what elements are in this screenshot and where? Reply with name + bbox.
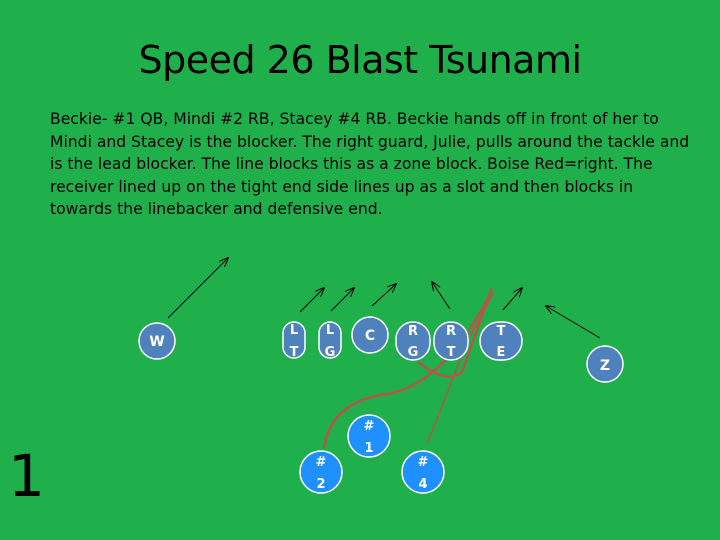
arrow-rt-block xyxy=(432,282,451,310)
run-paths xyxy=(322,287,495,449)
player-lt: L T xyxy=(282,321,306,360)
player-te-label-2: E xyxy=(497,345,506,360)
player-rt-label-2: T xyxy=(447,345,456,360)
player-lg-label-2: G xyxy=(325,345,336,360)
player-rb4-label-1: # xyxy=(418,455,429,470)
arrow-w-route xyxy=(167,258,228,319)
arrow-te-block xyxy=(502,288,522,311)
blocking-arrows xyxy=(167,258,601,339)
rb2-run-path xyxy=(322,297,490,449)
player-rb2-label-2: 2 xyxy=(316,477,325,492)
player-te-label-1: T xyxy=(497,324,506,339)
arrow-c-block xyxy=(371,284,396,307)
player-w: W xyxy=(138,322,176,360)
player-lg-label-1: L xyxy=(326,323,334,338)
arrow-z-block xyxy=(546,306,601,339)
player-rt: R T xyxy=(433,321,469,361)
player-rg-label-1: R xyxy=(408,324,418,339)
player-lt-label-2: T xyxy=(290,345,299,360)
player-rb2: # 2 xyxy=(299,450,343,494)
player-w-label: W xyxy=(149,334,164,350)
player-qb-label-2: 1 xyxy=(364,441,373,456)
player-z: Z xyxy=(586,345,624,383)
slide-title: Speed 26 Blast Tsunami xyxy=(138,38,582,82)
play-description: Beckie- #1 QB, Mindi #2 RB, Stacey #4 RB… xyxy=(50,110,690,218)
player-te: T E xyxy=(479,321,523,361)
rg-pull-path xyxy=(417,287,494,378)
player-z-label: Z xyxy=(600,358,610,374)
arrow-lg-block xyxy=(330,288,354,312)
player-lg: L G xyxy=(318,321,342,360)
slide-number: 1 xyxy=(8,442,45,510)
player-c: C xyxy=(351,316,389,354)
player-c-label: C xyxy=(365,328,375,344)
player-rt-label-1: R xyxy=(446,324,456,339)
player-rb2-label-1: # xyxy=(316,455,327,470)
player-lt-label-1: L xyxy=(290,323,298,338)
player-rb4-label-2: 4 xyxy=(418,477,427,492)
player-qb: # 1 xyxy=(347,414,391,458)
player-rg-label-2: G xyxy=(408,345,419,360)
player-rg: R G xyxy=(395,321,431,361)
player-qb-label-1: # xyxy=(364,419,375,434)
player-rb4: # 4 xyxy=(401,450,445,494)
arrow-lt-block xyxy=(299,288,324,313)
